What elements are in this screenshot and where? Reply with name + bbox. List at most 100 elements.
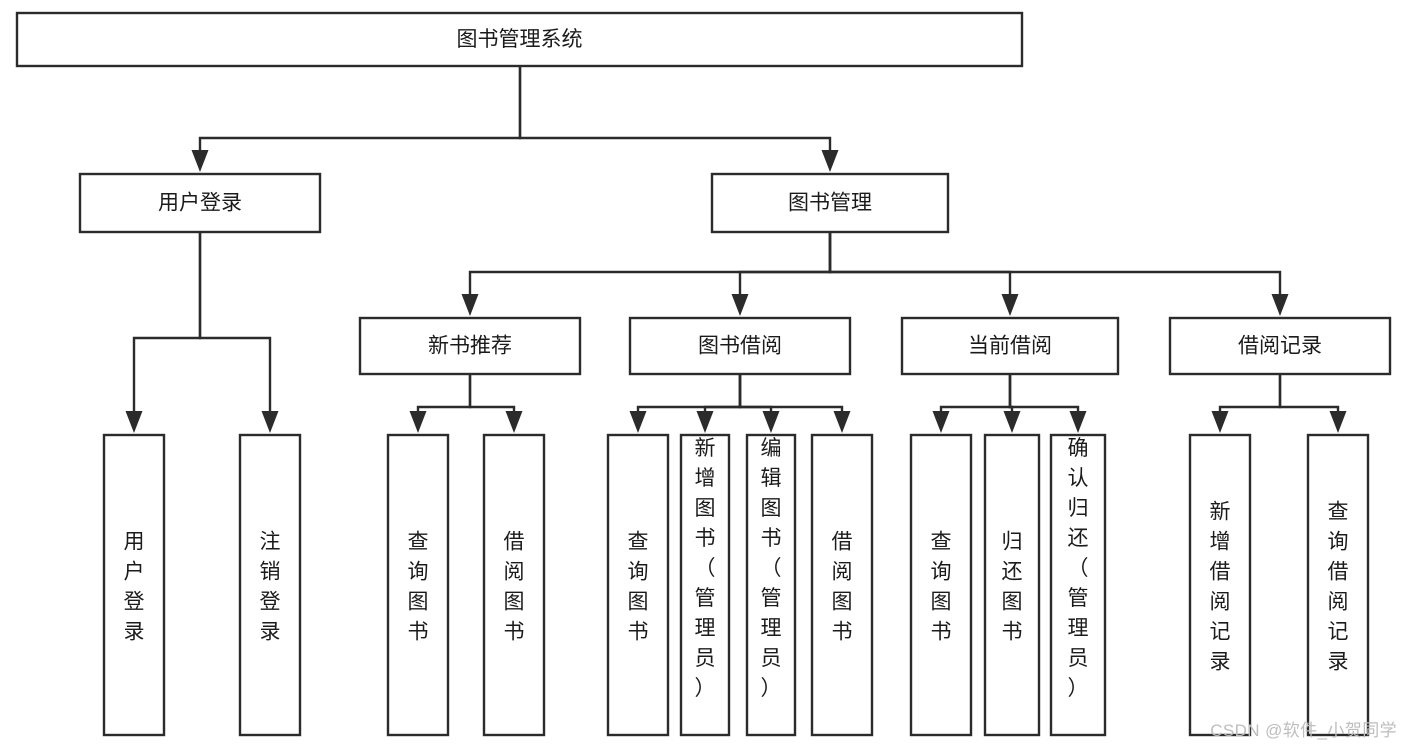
node-label-leaf-borrow-book-2: 借阅图书 xyxy=(832,530,853,643)
node-layer: 图书管理系统用户登录图书管理新书推荐图书借阅当前借阅借阅记录用户登录注销登录查询… xyxy=(15,11,1392,737)
arrow-head-icon xyxy=(191,150,209,172)
node-box-leaf-query-book-2[interactable] xyxy=(606,433,670,737)
node-box-leaf-user-login[interactable] xyxy=(102,433,166,737)
connector-e-root-book-manage xyxy=(518,66,839,172)
node-box-leaf-add-record[interactable] xyxy=(1188,433,1252,737)
node-borrow-record[interactable]: 借阅记录 xyxy=(1168,316,1392,376)
connector-e-borrow-query xyxy=(629,374,742,433)
node-leaf-confirm-return[interactable]: 确认归还（管理员） xyxy=(1049,433,1107,737)
node-label-borrow-record: 借阅记录 xyxy=(1238,335,1322,358)
node-user-login[interactable]: 用户登录 xyxy=(78,172,322,234)
node-label-new-book-rec: 新书推荐 xyxy=(428,335,512,358)
arrow-head-icon xyxy=(261,411,279,433)
arrow-head-icon xyxy=(409,411,427,433)
node-box-book-manage[interactable] xyxy=(710,172,950,234)
connector-line xyxy=(468,232,832,297)
node-box-leaf-return-book[interactable] xyxy=(983,433,1041,737)
arrow-head-icon xyxy=(1271,294,1289,316)
connector-e-current-return xyxy=(1003,374,1021,433)
arrow-head-icon xyxy=(1003,411,1021,433)
node-label-leaf-borrow-book-1: 借阅图书 xyxy=(504,530,525,643)
node-label-root: 图书管理系统 xyxy=(457,28,583,51)
node-leaf-query-book-1[interactable]: 查询图书 xyxy=(386,433,450,737)
connector-e-record-query xyxy=(1278,374,1347,433)
node-box-borrow-record[interactable] xyxy=(1168,316,1392,376)
node-label-leaf-edit-book: 编辑图书（管理员） xyxy=(761,437,782,700)
connector-line xyxy=(132,232,202,414)
node-box-leaf-borrow-book-1[interactable] xyxy=(482,433,546,737)
csdn-watermark: CSDN @软件_小贺同学 xyxy=(1210,721,1397,740)
node-leaf-user-login[interactable]: 用户登录 xyxy=(102,433,166,737)
node-box-leaf-query-record[interactable] xyxy=(1306,433,1370,737)
node-leaf-query-record[interactable]: 查询借阅记录 xyxy=(1306,433,1370,737)
connector-e-rec-query xyxy=(409,374,472,433)
arrow-head-icon xyxy=(833,411,851,433)
node-label-leaf-add-record: 新增借阅记录 xyxy=(1210,500,1231,673)
node-box-leaf-confirm-return[interactable] xyxy=(1049,433,1107,737)
node-leaf-logout[interactable]: 注销登录 xyxy=(238,433,302,737)
node-leaf-query-book-3[interactable]: 查询图书 xyxy=(909,433,973,737)
connector-e-borrow-borrow xyxy=(738,374,851,433)
arrow-head-icon xyxy=(731,294,749,316)
node-new-book-rec[interactable]: 新书推荐 xyxy=(358,316,582,376)
connector-line xyxy=(738,232,832,297)
node-label-leaf-query-book-3: 查询图书 xyxy=(931,530,952,643)
connector-line xyxy=(518,66,832,153)
connector-e-manage-rec xyxy=(461,232,832,316)
node-label-leaf-return-book: 归还图书 xyxy=(1002,530,1023,643)
node-box-current-borrow[interactable] xyxy=(900,316,1120,376)
connector-e-current-query xyxy=(932,374,1012,433)
node-label-leaf-add-book: 新增图书（管理员） xyxy=(695,437,716,700)
node-label-user-login: 用户登录 xyxy=(158,192,242,215)
node-label-book-manage: 图书管理 xyxy=(788,192,872,215)
node-box-root[interactable] xyxy=(15,11,1024,68)
connector-line xyxy=(1218,374,1282,414)
connector-line xyxy=(703,374,742,414)
node-box-leaf-borrow-book-2[interactable] xyxy=(810,433,874,737)
connector-line xyxy=(939,374,1012,414)
node-root[interactable]: 图书管理系统 xyxy=(15,11,1024,68)
node-leaf-borrow-book-2[interactable]: 借阅图书 xyxy=(810,433,874,737)
arrow-head-icon xyxy=(1329,411,1347,433)
node-label-leaf-user-login: 用户登录 xyxy=(124,530,145,643)
arrow-head-icon xyxy=(1211,411,1229,433)
node-book-borrow[interactable]: 图书借阅 xyxy=(628,316,852,376)
node-label-leaf-query-record: 查询借阅记录 xyxy=(1328,500,1349,673)
node-leaf-borrow-book-1[interactable]: 借阅图书 xyxy=(482,433,546,737)
node-leaf-add-book[interactable]: 新增图书（管理员） xyxy=(679,433,731,737)
connector-line xyxy=(1278,374,1340,414)
node-box-leaf-logout[interactable] xyxy=(238,433,302,737)
connector-e-borrow-add xyxy=(696,374,742,433)
arrow-head-icon xyxy=(762,411,780,433)
node-leaf-add-record[interactable]: 新增借阅记录 xyxy=(1188,433,1252,737)
node-leaf-edit-book[interactable]: 编辑图书（管理员） xyxy=(745,433,797,737)
arrow-head-icon xyxy=(696,411,714,433)
node-box-leaf-query-book-1[interactable] xyxy=(386,433,450,737)
connector-e-manage-borrow xyxy=(731,232,832,316)
node-book-manage[interactable]: 图书管理 xyxy=(710,172,950,234)
connector-e-root-user-login xyxy=(191,66,522,172)
arrow-head-icon xyxy=(821,150,839,172)
connector-line xyxy=(1008,374,1080,414)
arrow-head-icon xyxy=(932,411,950,433)
node-box-book-borrow[interactable] xyxy=(628,316,852,376)
connector-e-borrow-edit xyxy=(738,374,780,433)
node-box-leaf-edit-book[interactable] xyxy=(745,433,797,737)
arrow-head-icon xyxy=(461,294,479,316)
node-box-new-book-rec[interactable] xyxy=(358,316,582,376)
node-leaf-query-book-2[interactable]: 查询图书 xyxy=(606,433,670,737)
node-box-leaf-query-book-3[interactable] xyxy=(909,433,973,737)
node-leaf-return-book[interactable]: 归还图书 xyxy=(983,433,1041,737)
connector-line xyxy=(198,66,522,153)
arrow-head-icon xyxy=(1069,411,1087,433)
node-box-leaf-add-book[interactable] xyxy=(679,433,731,737)
arrow-head-icon xyxy=(629,411,647,433)
node-label-leaf-query-book-2: 查询图书 xyxy=(628,530,649,643)
connector-line xyxy=(738,374,844,414)
node-current-borrow[interactable]: 当前借阅 xyxy=(900,316,1120,376)
node-box-user-login[interactable] xyxy=(78,172,322,234)
connector-line xyxy=(198,232,272,414)
connector-line xyxy=(416,374,472,414)
